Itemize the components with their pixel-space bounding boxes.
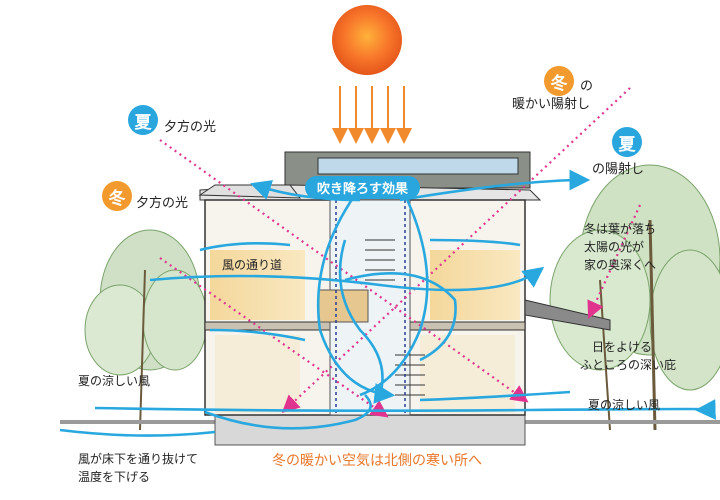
winter-badge-right: 冬 xyxy=(544,66,574,96)
cool-wind-right-label: 夏の涼しい風 xyxy=(588,398,661,412)
wind-path-label: 風の通り道 xyxy=(222,258,283,272)
leaves-line3: 家の奥深くへ xyxy=(584,258,657,272)
winter-badge-left: 冬 xyxy=(102,181,132,211)
house-section-icon xyxy=(198,151,611,416)
leaves-line1: 冬は葉が落ち xyxy=(584,222,657,236)
downdraft-pill: 吹き降ろす効果 xyxy=(305,176,421,199)
light-ray-icon xyxy=(159,87,642,418)
underfloor-line2: 温度を下げる xyxy=(78,470,151,484)
warm-air-caption: 冬の暖かい空気は北側の寒い所へ xyxy=(272,453,482,469)
summer-badge-right: 夏 xyxy=(612,127,642,157)
tree-icon-right xyxy=(549,164,720,431)
sun-ray-arrows xyxy=(332,86,412,144)
sun-icon xyxy=(332,5,402,75)
wind-arrow-icon xyxy=(59,169,716,437)
winter-evening-label: 夕方の光 xyxy=(136,196,189,211)
winter-sun-no: の xyxy=(580,79,594,94)
foundation xyxy=(214,414,526,446)
eaves-line2: ふところの深い庇 xyxy=(580,358,677,372)
leaves-line2: 太陽の光が xyxy=(584,240,645,254)
underfloor-line1: 風が床下を通り抜けて xyxy=(78,452,199,466)
cool-wind-left-label: 夏の涼しい風 xyxy=(78,374,151,388)
winter-sun-label: 暖かい陽射し xyxy=(512,97,591,112)
eaves-line1: 日をよける xyxy=(592,340,653,354)
summer-evening-label: 夕方の光 xyxy=(164,120,217,135)
summer-sun-label: の陽射し xyxy=(592,162,645,177)
summer-badge: 夏 xyxy=(128,105,158,135)
tree-icon-left xyxy=(84,229,208,431)
